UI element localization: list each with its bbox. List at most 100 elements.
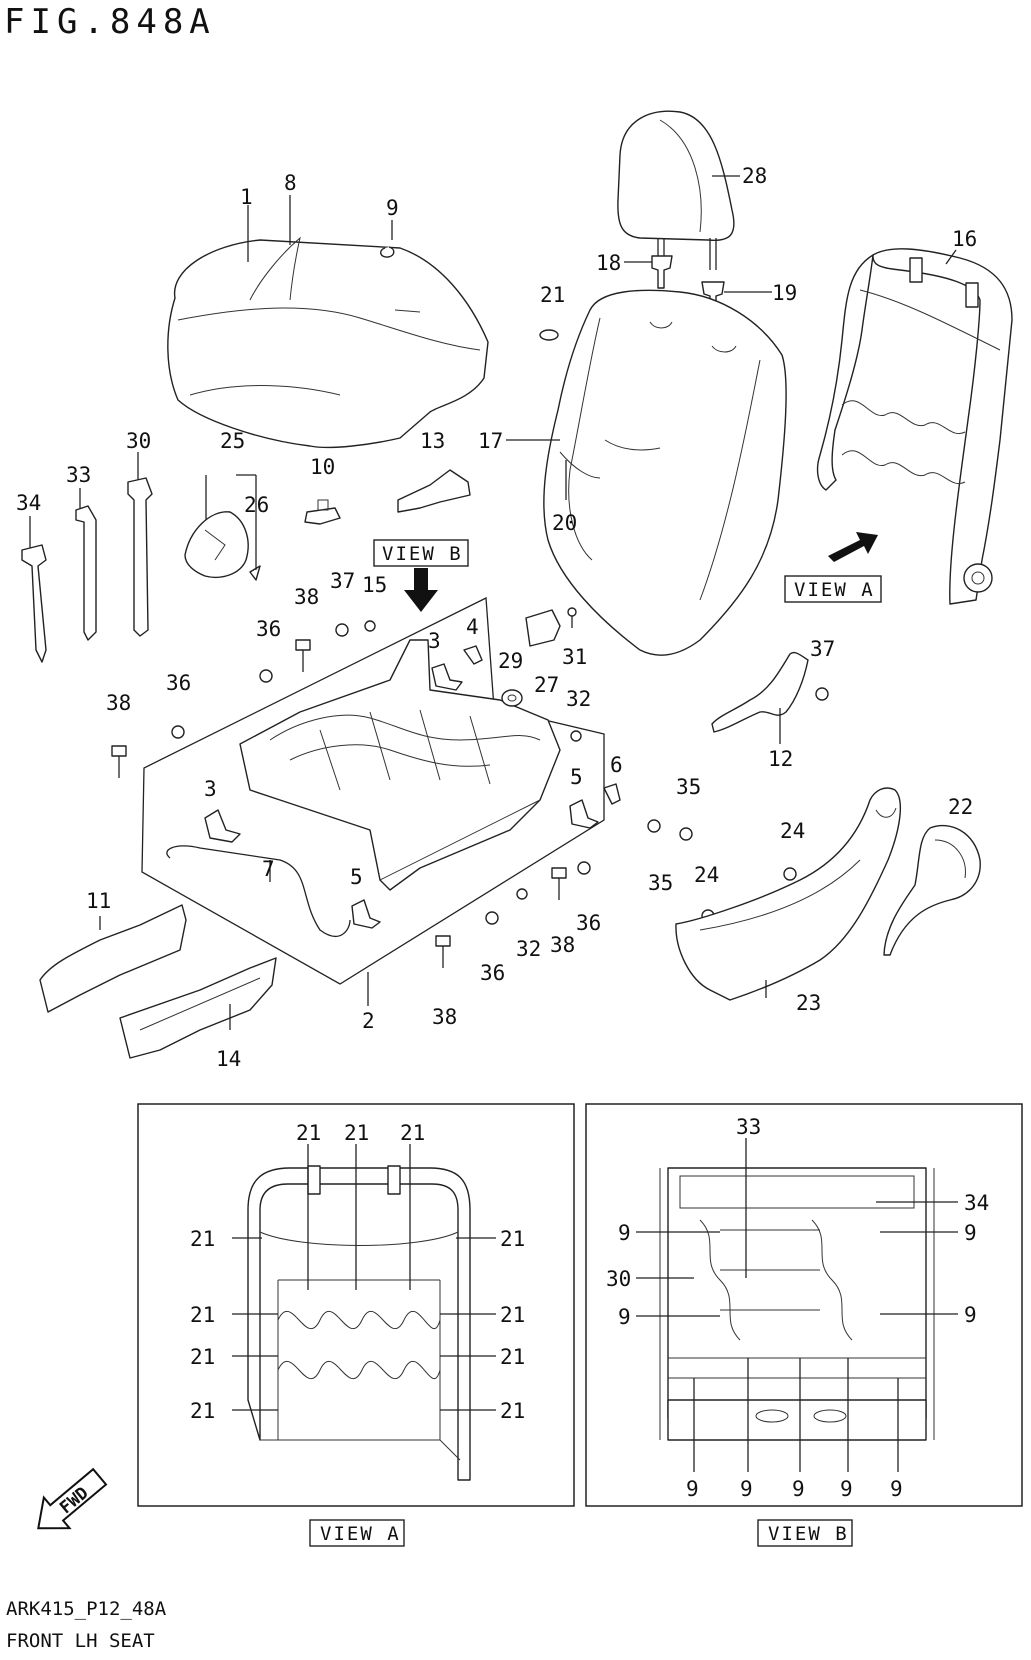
callout-22: 22 bbox=[948, 795, 973, 819]
callout-36a: 36 bbox=[256, 617, 281, 641]
clip-27[interactable] bbox=[525, 609, 561, 647]
view-b-callout-9: 9 bbox=[890, 1477, 903, 1501]
view-a-callout: 21 bbox=[190, 1399, 215, 1423]
callout-19: 19 bbox=[772, 281, 797, 305]
view-b-frame bbox=[659, 1167, 935, 1441]
callout-24b: 24 bbox=[694, 863, 719, 887]
bracket-12[interactable] bbox=[711, 651, 809, 733]
callout-3a: 3 bbox=[204, 777, 217, 801]
clip-24-a[interactable] bbox=[783, 867, 797, 881]
view-b-arrow bbox=[404, 568, 438, 612]
bracket-5-mid[interactable] bbox=[351, 899, 381, 929]
bolt-38-left[interactable] bbox=[111, 745, 127, 778]
view-b-caption-box bbox=[757, 1519, 853, 1547]
view-b-callout-9: 9 bbox=[964, 1303, 977, 1327]
nut-37-b[interactable] bbox=[815, 687, 829, 701]
callout-27: 27 bbox=[534, 673, 559, 697]
view-b-callout-9: 9 bbox=[792, 1477, 805, 1501]
nut-36-d[interactable] bbox=[577, 861, 591, 875]
view-a-callout: 21 bbox=[500, 1303, 525, 1327]
view-b-callout-9: 9 bbox=[618, 1305, 631, 1329]
nut-35-a[interactable] bbox=[647, 819, 661, 833]
fwd-arrow-icon: FWD bbox=[37, 1467, 108, 1530]
view-a-tag bbox=[784, 575, 882, 603]
bracket-13[interactable] bbox=[397, 469, 471, 513]
cover-14[interactable] bbox=[119, 957, 277, 1059]
nut-36-b[interactable] bbox=[171, 725, 185, 739]
headrest[interactable] bbox=[617, 110, 735, 270]
view-b-caption: VIEW B bbox=[768, 1523, 849, 1545]
bracket-25[interactable] bbox=[184, 511, 249, 578]
view-b-tag bbox=[373, 539, 469, 567]
clip-26[interactable] bbox=[249, 565, 261, 581]
bolt-38-bottom[interactable] bbox=[435, 935, 451, 968]
callout-38a: 38 bbox=[106, 691, 131, 715]
bracket-3-top[interactable] bbox=[431, 663, 463, 691]
view-b-tag-label: VIEW B bbox=[382, 543, 463, 565]
hook-clip-9[interactable] bbox=[380, 246, 395, 258]
callout-37b: 37 bbox=[810, 637, 835, 661]
hog-ring-21[interactable] bbox=[539, 329, 559, 341]
callout-24a: 24 bbox=[780, 819, 805, 843]
view-a-tag-label: VIEW A bbox=[794, 579, 875, 601]
cable-tie-30[interactable] bbox=[127, 477, 153, 637]
callout-4: 4 bbox=[466, 615, 479, 639]
clip-4[interactable] bbox=[463, 645, 483, 665]
seat-adjuster-frame[interactable] bbox=[239, 639, 561, 891]
cover-11[interactable] bbox=[39, 904, 187, 1013]
view-a-callout: 21 bbox=[190, 1227, 215, 1251]
view-a-callout: 21 bbox=[500, 1399, 525, 1423]
view-a-callout: 21 bbox=[190, 1345, 215, 1369]
diagram-code: ARK415_P12_48A bbox=[6, 1598, 167, 1620]
seat-cushion-cover[interactable] bbox=[167, 236, 489, 449]
cable-tie-33[interactable] bbox=[75, 505, 97, 641]
headrest-guide-18[interactable] bbox=[651, 255, 673, 289]
view-a-caption: VIEW A bbox=[320, 1523, 401, 1545]
view-a-callout: 21 bbox=[296, 1121, 321, 1145]
screw-32-b[interactable] bbox=[516, 888, 528, 900]
nut-36-a[interactable] bbox=[259, 669, 273, 683]
view-a-caption-box bbox=[309, 1519, 405, 1547]
view-a-callout: 21 bbox=[500, 1345, 525, 1369]
view-b-callouts: 33 34 9 9 30 9 9 9 9 9 9 9 bbox=[606, 1115, 989, 1501]
callout-3b: 3 bbox=[428, 629, 441, 653]
view-a-callout: 21 bbox=[190, 1303, 215, 1327]
view-b-panel bbox=[585, 1103, 1023, 1507]
view-b-callout-34: 34 bbox=[964, 1191, 989, 1215]
bracket-3-left[interactable] bbox=[204, 809, 241, 843]
nut-15[interactable] bbox=[364, 620, 376, 632]
clip-10[interactable] bbox=[304, 499, 341, 525]
view-a-arrow bbox=[828, 532, 878, 562]
view-a-callout: 21 bbox=[344, 1121, 369, 1145]
callout-34: 34 bbox=[16, 491, 41, 515]
bolt-38-top[interactable] bbox=[295, 639, 311, 672]
view-a-callouts: 21 21 21 21 21 21 21 21 21 21 21 bbox=[190, 1121, 525, 1423]
nut-37-a[interactable] bbox=[335, 623, 349, 637]
view-b-callout-9: 9 bbox=[686, 1477, 699, 1501]
bolt-38-right[interactable] bbox=[551, 867, 567, 900]
callout-17: 17 bbox=[478, 429, 503, 453]
figure-title: FIG.848A bbox=[4, 2, 216, 42]
callout-1: 1 bbox=[240, 185, 253, 209]
callout-36c: 36 bbox=[480, 961, 505, 985]
nut-35-b[interactable] bbox=[679, 827, 693, 841]
bracket-5-right[interactable] bbox=[569, 799, 599, 829]
callout-15: 15 bbox=[362, 573, 387, 597]
callout-12: 12 bbox=[768, 747, 793, 771]
callout-36d: 36 bbox=[576, 911, 601, 935]
support-wire-7[interactable] bbox=[166, 845, 351, 937]
bracket-6[interactable] bbox=[603, 783, 621, 805]
callout-29: 29 bbox=[498, 649, 523, 673]
side-shield-23[interactable] bbox=[675, 787, 901, 1001]
seatback-frame[interactable] bbox=[816, 248, 1013, 605]
nut-36-c[interactable] bbox=[485, 911, 499, 925]
seatback-cover[interactable] bbox=[543, 289, 787, 656]
knob-cover-22[interactable] bbox=[883, 824, 981, 956]
screw-32-a[interactable] bbox=[570, 730, 582, 742]
callout-28: 28 bbox=[742, 164, 767, 188]
screw-31[interactable] bbox=[567, 607, 577, 628]
view-a-callout: 21 bbox=[400, 1121, 425, 1145]
spacer-29[interactable] bbox=[501, 689, 523, 707]
cable-tie-34[interactable] bbox=[21, 544, 47, 663]
